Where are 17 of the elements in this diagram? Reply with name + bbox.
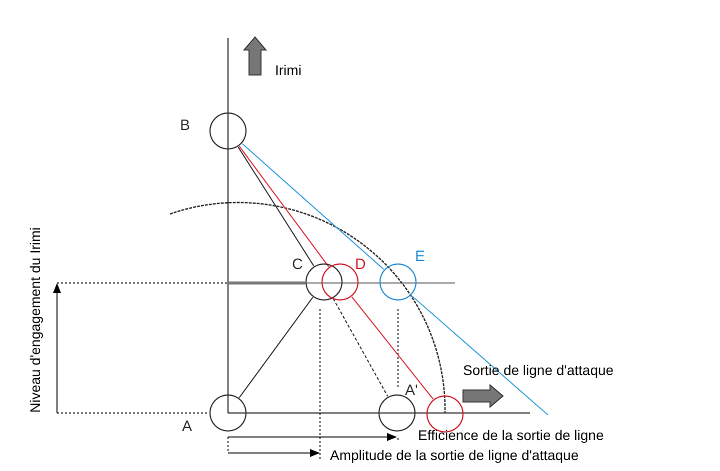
line bbox=[351, 296, 434, 400]
annotation: Efficience de la sortie de ligne bbox=[418, 427, 604, 443]
axis-label: Niveau d'engagement du Irimi bbox=[27, 227, 43, 413]
line bbox=[332, 298, 388, 397]
point-label: D bbox=[355, 257, 366, 273]
point-label: A' bbox=[405, 383, 418, 399]
annotation: Amplitude de la sortie de ligne d'attaque bbox=[330, 447, 579, 463]
line bbox=[238, 297, 314, 398]
line bbox=[238, 146, 330, 268]
annotation: Sortie de ligne d'attaque bbox=[463, 362, 614, 378]
point-label: B bbox=[180, 118, 190, 134]
line bbox=[238, 146, 314, 266]
point-label: E bbox=[415, 249, 426, 265]
line bbox=[242, 143, 384, 270]
point-label: A bbox=[182, 419, 192, 435]
annotation: Irimi bbox=[275, 62, 302, 78]
point-label: C bbox=[292, 257, 303, 273]
